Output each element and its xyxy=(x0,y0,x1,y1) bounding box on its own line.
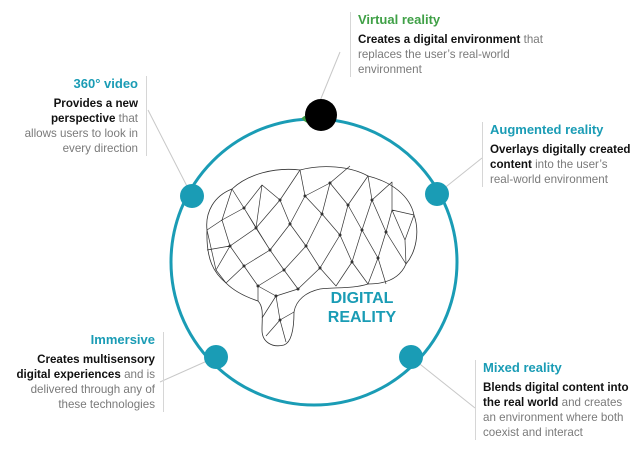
virtual-reality-desc-bold: Creates a digital environment xyxy=(358,33,521,46)
immersive-desc: Creates multisensory digital experiences… xyxy=(10,352,155,412)
augmented-reality-desc: Overlays digitally created content into … xyxy=(490,142,632,187)
node-mixed-reality xyxy=(399,345,423,369)
connector-video xyxy=(147,109,193,197)
center-label-line1: DIGITAL xyxy=(331,290,394,307)
video-360-desc-bold: Provides a new perspective xyxy=(50,97,138,125)
immersive-desc-rest: and is delivered through any of these te… xyxy=(30,368,155,411)
brain-wireframe-icon xyxy=(206,165,418,347)
augmented-reality-block: Augmented reality Overlays digitally cre… xyxy=(482,122,632,187)
virtual-reality-title: Virtual reality xyxy=(358,12,441,27)
node-360-video xyxy=(180,184,204,208)
node-immersive xyxy=(204,345,228,369)
video-360-desc: Provides a new perspective that allows u… xyxy=(22,96,138,156)
video-360-title: 360° video xyxy=(73,76,138,91)
immersive-title: Immersive xyxy=(90,332,155,347)
video-360-desc-rest: that allows users to look in every direc… xyxy=(24,112,138,155)
augmented-reality-desc-rest: into the user’s real-world environment xyxy=(490,158,608,186)
immersive-block: Immersive Creates multisensory digital e… xyxy=(10,332,164,412)
virtual-reality-desc-rest: that replaces the user’s real-world envi… xyxy=(358,33,543,76)
mixed-reality-desc: Blends digital content into the real wor… xyxy=(483,380,632,440)
augmented-reality-title: Augmented reality xyxy=(490,122,604,137)
mixed-reality-block: Mixed reality Blends digital content int… xyxy=(475,360,632,440)
virtual-reality-block: Virtual reality Creates a digital enviro… xyxy=(350,12,568,77)
immersive-desc-bold: Creates multisensory digital experiences xyxy=(16,353,155,381)
connector-mixed xyxy=(410,356,476,409)
virtual-node-black-dot xyxy=(305,99,337,131)
augmented-reality-desc-bold: Overlays digitally created content xyxy=(490,143,631,171)
mixed-reality-title: Mixed reality xyxy=(483,360,562,375)
node-augmented-reality xyxy=(425,182,449,206)
virtual-reality-desc: Creates a digital environment that repla… xyxy=(358,32,568,77)
mixed-reality-desc-bold: Blends digital content into the real wor… xyxy=(483,381,629,409)
center-label-line2: REALITY xyxy=(328,309,397,326)
mixed-reality-desc-rest: and creates an environment where both co… xyxy=(483,396,624,439)
video-360-block: 360° video Provides a new perspective th… xyxy=(22,76,147,156)
